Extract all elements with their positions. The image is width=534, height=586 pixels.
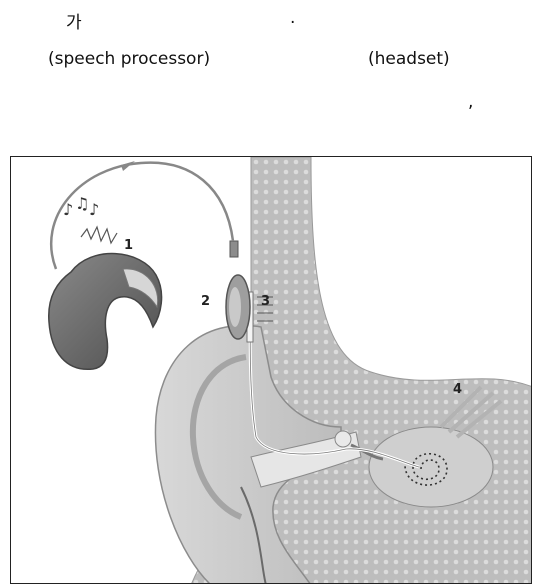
sound-wave-icon xyxy=(81,227,117,243)
label-3: 3 xyxy=(261,294,270,309)
label-4: 4 xyxy=(453,382,462,397)
text-line1-left: 가 xyxy=(66,8,82,33)
text-speech-processor: (speech processor) xyxy=(48,49,210,69)
label-1: 1 xyxy=(124,238,133,253)
svg-text:♪: ♪ xyxy=(63,200,73,219)
headset-cable xyxy=(51,163,233,269)
svg-text:♪: ♪ xyxy=(89,200,99,219)
cochlear-implant-figure: ♪♫♪ 1 2 3 4 xyxy=(10,156,532,584)
cochlear-implant-illustration: ♪♫♪ 1 2 3 4 xyxy=(11,157,532,584)
text-line1-right: . xyxy=(290,8,295,28)
text-comma: , xyxy=(468,92,473,112)
speech-processor xyxy=(49,254,162,370)
label-2: 2 xyxy=(201,294,210,309)
text-headset: (headset) xyxy=(368,49,450,69)
svg-text:♫: ♫ xyxy=(75,194,89,213)
